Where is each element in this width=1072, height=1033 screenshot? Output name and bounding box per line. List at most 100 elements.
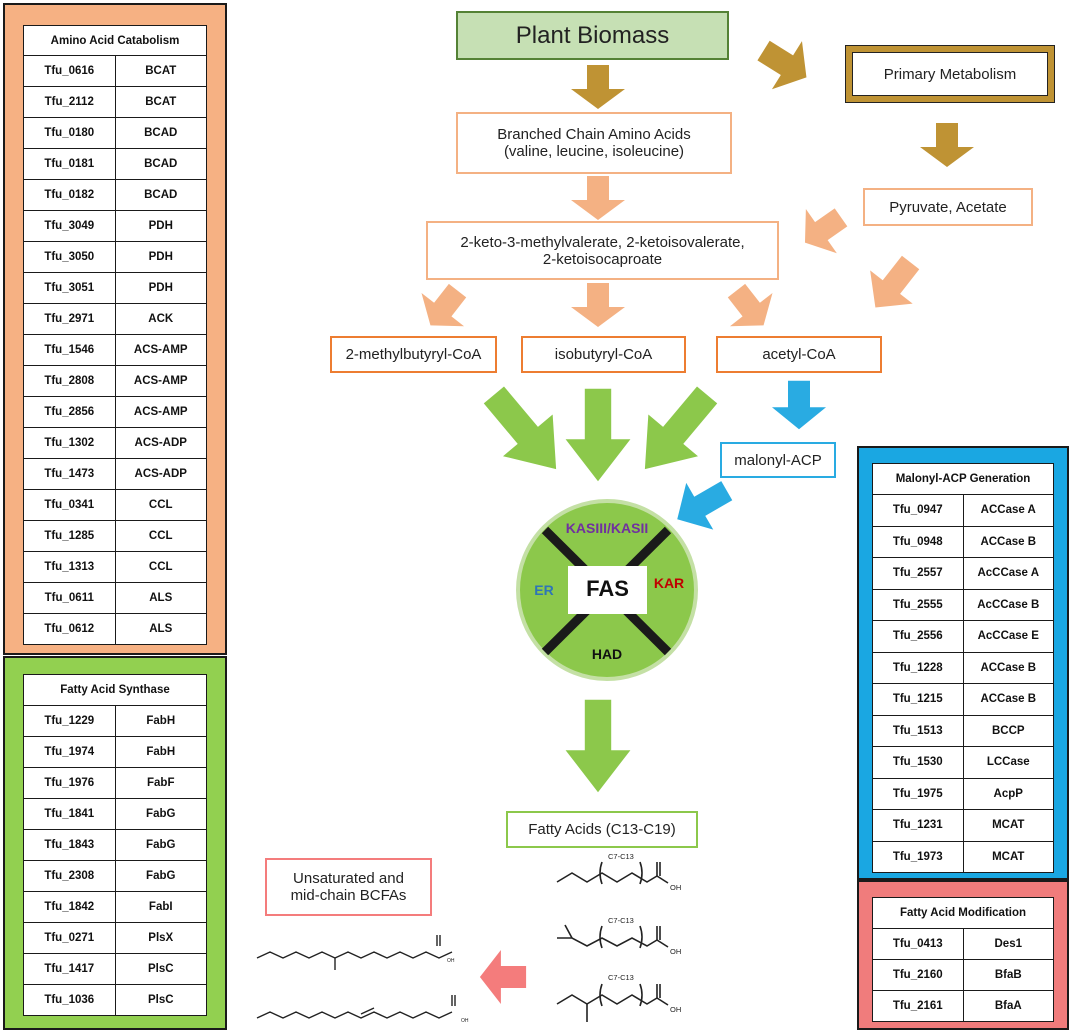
enzyme-cell: BCCP xyxy=(962,714,1054,747)
gene-id-cell: Tfu_2856 xyxy=(23,396,116,428)
oh-label-2: OH xyxy=(670,947,681,956)
gene-id-cell: Tfu_1417 xyxy=(23,953,116,985)
enzyme-cell: ALS xyxy=(114,582,207,614)
chain-label-1: C7-C13 xyxy=(608,852,634,861)
unsaturated-fatty-acid-structure xyxy=(256,995,456,1019)
gene-id-cell: Tfu_0271 xyxy=(23,922,116,954)
green-arrow-methylbutyryl-to-fas xyxy=(469,374,581,490)
enzyme-cell: PlsC xyxy=(114,953,207,985)
fatty-acids-label: Fatty Acids (C13-C19) xyxy=(528,821,676,838)
enzyme-cell: ACS-AMP xyxy=(114,334,207,366)
enzyme-cell: BfaA xyxy=(962,990,1054,1022)
gene-id-cell: Tfu_2161 xyxy=(872,990,964,1022)
oh-label-3: OH xyxy=(670,1005,681,1014)
bcaa-label-line2: (valine, leucine, isoleucine) xyxy=(503,143,685,160)
gene-id-cell: Tfu_2556 xyxy=(872,620,964,653)
fas-table-title: Fatty Acid Synthase xyxy=(23,674,207,706)
amino-table-title: Amino Acid Catabolism xyxy=(23,25,207,56)
enzyme-cell: PlsX xyxy=(114,922,207,954)
chain-label-3: C7-C13 xyxy=(608,973,634,982)
gene-id-cell: Tfu_0180 xyxy=(23,117,116,149)
oh-label-4: OH xyxy=(447,958,455,964)
salmon-arrow-to-unsaturated xyxy=(479,950,527,1004)
enzyme-cell: CCL xyxy=(114,551,207,583)
gene-id-cell: Tfu_1215 xyxy=(872,683,964,716)
keto-acids-node: 2-keto-3-methylvalerate, 2-ketoisovalera… xyxy=(426,221,779,280)
methylbutyryl-coa-node: 2-methylbutyryl-CoA xyxy=(330,336,497,373)
enzyme-cell: MCAT xyxy=(962,809,1054,842)
green-arrow-fas-to-fatty-acids xyxy=(565,699,631,793)
plant-biomass-node: Plant Biomass xyxy=(456,11,729,60)
gene-id-cell: Tfu_1285 xyxy=(23,520,116,552)
unsaturated-label-line1: Unsaturated and xyxy=(293,870,404,887)
enzyme-cell: FabH xyxy=(114,736,207,768)
enzyme-cell: AcpP xyxy=(962,777,1054,810)
gene-id-cell: Tfu_0947 xyxy=(872,494,964,527)
gold-arrow-primary-to-pyruvate xyxy=(920,123,974,167)
modification-table-title: Fatty Acid Modification xyxy=(872,897,1054,929)
fatty-acid-structure-anteiso xyxy=(556,983,669,1022)
blue-arrow-acetyl-to-malonyl xyxy=(772,380,826,430)
isobutyryl-coa-node: isobutyryl-CoA xyxy=(521,336,686,373)
green-arrow-acetyl-to-fas xyxy=(620,374,732,490)
enzyme-cell: BfaB xyxy=(962,959,1054,991)
methylbutyryl-coa-label: 2-methylbutyryl-CoA xyxy=(345,346,482,363)
gene-id-cell: Tfu_1231 xyxy=(872,809,964,842)
gene-id-cell: Tfu_1976 xyxy=(23,767,116,799)
enzyme-cell: ALS xyxy=(114,613,207,645)
gene-id-cell: Tfu_2160 xyxy=(872,959,964,991)
primary-metabolism-node: Primary Metabolism xyxy=(846,46,1054,102)
enzyme-cell: ACCase B xyxy=(962,525,1054,558)
oh-label-1: OH xyxy=(670,883,681,892)
enzyme-cell: FabF xyxy=(114,767,207,799)
gene-id-cell: Tfu_2808 xyxy=(23,365,116,397)
branched-fatty-acid-structure xyxy=(256,935,453,970)
enzyme-cell: AcCCase E xyxy=(962,620,1054,653)
enzyme-cell: AcCCase A xyxy=(962,557,1054,590)
gene-id-cell: Tfu_1973 xyxy=(872,840,964,873)
bcaa-node: Branched Chain Amino Acids (valine, leuc… xyxy=(456,112,732,174)
malonyl-table-title: Malonyl-ACP Generation xyxy=(872,463,1054,495)
fas-circle xyxy=(516,499,698,681)
pyruvate-acetate-node: Pyruvate, Acetate xyxy=(863,188,1033,226)
gene-id-cell: Tfu_1302 xyxy=(23,427,116,459)
gene-id-cell: Tfu_0616 xyxy=(23,55,116,87)
green-arrow-isobutyryl-to-fas xyxy=(565,388,631,482)
gene-id-cell: Tfu_1843 xyxy=(23,829,116,861)
gene-id-cell: Tfu_0611 xyxy=(23,582,116,614)
enzyme-cell: BCAD xyxy=(114,179,207,211)
gold-arrow-biomass-to-bcaa xyxy=(571,65,625,109)
enzyme-cell: FabG xyxy=(114,798,207,830)
enzyme-cell: CCL xyxy=(114,520,207,552)
enzyme-cell: ACCase B xyxy=(962,683,1054,716)
enzyme-cell: BCAD xyxy=(114,148,207,180)
gene-id-cell: Tfu_0341 xyxy=(23,489,116,521)
peach-arrow-keto-to-acetyl xyxy=(715,274,785,342)
gene-id-cell: Tfu_1842 xyxy=(23,891,116,923)
enzyme-cell: PDH xyxy=(114,272,207,304)
enzyme-cell: PDH xyxy=(114,241,207,273)
peach-arrow-keto-to-isobutyryl xyxy=(571,283,625,327)
gene-id-cell: Tfu_0413 xyxy=(872,928,964,960)
